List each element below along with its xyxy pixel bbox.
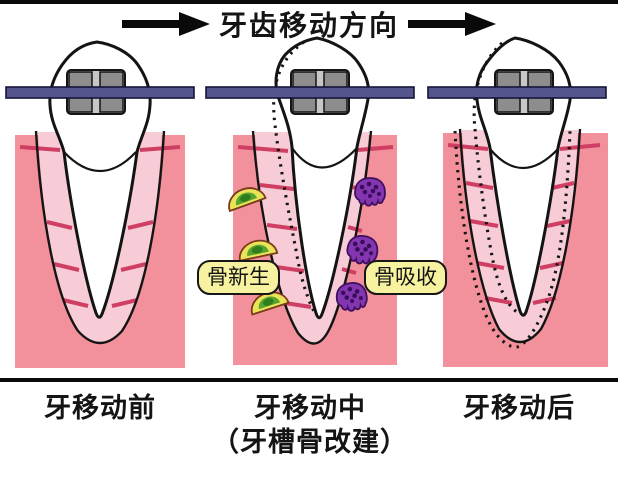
header: 牙齿移动方向 bbox=[0, 5, 618, 43]
osteoblast-icon bbox=[228, 187, 267, 213]
top-border bbox=[0, 0, 618, 4]
ligament-fibers bbox=[19, 145, 181, 308]
label-bone-resorption: 骨吸收 bbox=[364, 260, 447, 296]
socket-outline bbox=[34, 130, 166, 345]
arrow-right-icon bbox=[408, 12, 496, 36]
panel-before-movement bbox=[0, 35, 200, 378]
bracket-icon bbox=[66, 69, 126, 115]
caption-during-movement: 牙移动中 bbox=[254, 393, 366, 423]
previous-socket-dotted-line bbox=[453, 130, 572, 349]
ligament-fibers bbox=[447, 143, 601, 305]
caption-alveolar-remodeling: （牙槽骨改建） bbox=[212, 427, 408, 457]
socket-outline bbox=[458, 128, 582, 344]
cervical-line bbox=[63, 151, 137, 173]
caption-after-movement: 牙移动后 bbox=[463, 393, 575, 423]
tooth-illustration-after bbox=[427, 36, 608, 367]
cervical-line bbox=[489, 148, 559, 170]
tooth-illustration-during bbox=[205, 36, 415, 365]
arrow-right-icon bbox=[121, 12, 210, 36]
archwire bbox=[205, 86, 415, 99]
tooth-illustration-before bbox=[5, 40, 195, 368]
caption-before-movement: 牙移动前 bbox=[44, 393, 156, 423]
osteoclast-icon bbox=[346, 235, 379, 265]
diagram-title: 牙齿移动方向 bbox=[218, 11, 399, 42]
panel-after-movement bbox=[420, 35, 618, 378]
osteoblast-icon bbox=[238, 239, 279, 262]
osteoclast-icon bbox=[354, 177, 386, 207]
bracket-icon bbox=[290, 69, 350, 115]
ligament-fibers bbox=[237, 145, 394, 309]
cervical-line bbox=[291, 147, 358, 169]
osteoclast-icon bbox=[335, 282, 368, 312]
archwire bbox=[427, 86, 607, 99]
caption-divider bbox=[0, 378, 618, 382]
archwire bbox=[5, 86, 195, 99]
label-bone-formation: 骨新生 bbox=[197, 260, 280, 296]
osteoblast-icon bbox=[250, 291, 290, 316]
panel-during-movement bbox=[200, 35, 420, 378]
